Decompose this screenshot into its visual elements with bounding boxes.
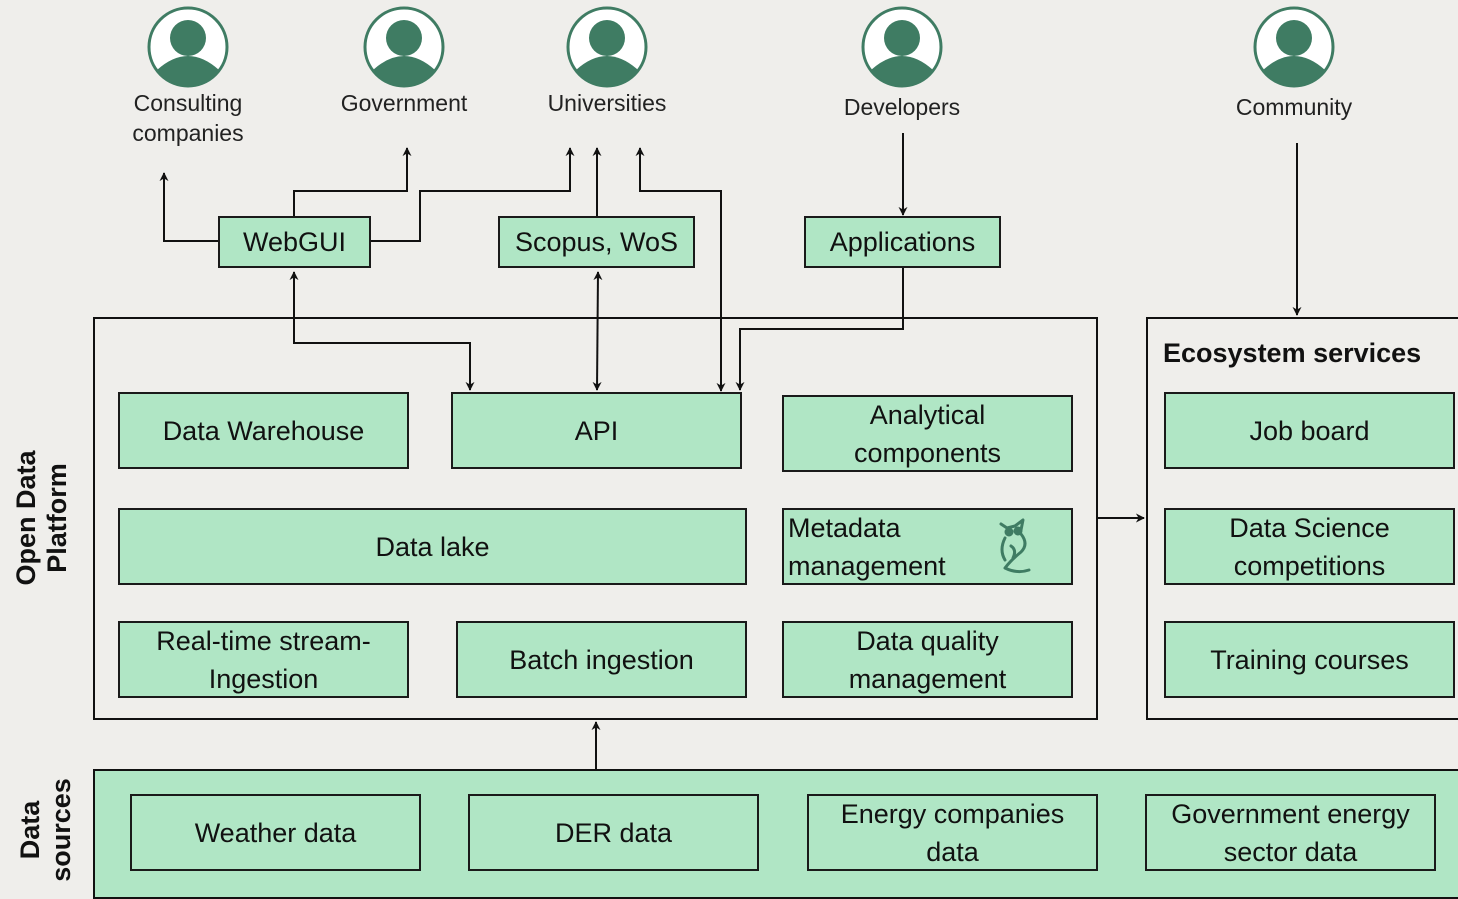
actor-government: Government bbox=[314, 6, 494, 118]
arrow-webgui-government bbox=[293, 147, 412, 217]
actor-developers: Developers bbox=[812, 6, 992, 122]
user-circle-icon bbox=[1253, 6, 1335, 88]
data-science-competitions-box: Data Science competitions bbox=[1164, 508, 1455, 585]
webgui-box: WebGUI bbox=[218, 216, 371, 268]
user-circle-icon bbox=[861, 6, 943, 88]
data-quality-box: Data quality management bbox=[782, 621, 1073, 698]
actor-community: Community bbox=[1204, 6, 1384, 122]
actor-label: Government bbox=[340, 90, 468, 116]
energy-companies-data-box: Energy companies data bbox=[807, 794, 1098, 871]
applications-box: Applications bbox=[804, 216, 1001, 268]
weather-data-box: Weather data bbox=[130, 794, 421, 871]
open-data-platform-panel bbox=[93, 317, 1098, 720]
ecosystem-services-panel bbox=[1146, 317, 1458, 720]
der-data-box: DER data bbox=[468, 794, 759, 871]
scopus-wos-box: Scopus, WoS bbox=[498, 216, 695, 268]
arrow-webgui-consulting bbox=[159, 172, 219, 242]
batch-ingestion-box: Batch ingestion bbox=[456, 621, 747, 698]
metadata-management-box: Metadata management bbox=[782, 508, 1073, 585]
api-box: API bbox=[451, 392, 742, 469]
user-circle-icon bbox=[566, 6, 648, 88]
platform-label: Open Data Platform bbox=[11, 450, 72, 586]
user-circle-icon bbox=[363, 6, 445, 88]
analytical-components-box: Analytical components bbox=[782, 395, 1073, 472]
user-circle-icon bbox=[147, 6, 229, 88]
sources-label: Data sources bbox=[15, 778, 76, 882]
actor-label: Universities bbox=[547, 90, 667, 116]
government-energy-data-box: Government energy sector data bbox=[1145, 794, 1436, 871]
real-time-ingestion-box: Real-time stream- Ingestion bbox=[118, 621, 409, 698]
job-board-box: Job board bbox=[1164, 392, 1455, 469]
training-courses-box: Training courses bbox=[1164, 621, 1455, 698]
actor-consulting: Consulting companies bbox=[98, 6, 278, 148]
actor-universities: Universities bbox=[517, 6, 697, 118]
actor-label: Developers bbox=[843, 94, 961, 120]
actor-label: Community bbox=[1235, 94, 1353, 120]
data-warehouse-box: Data Warehouse bbox=[118, 392, 409, 469]
ecosystem-title: Ecosystem services bbox=[1163, 338, 1422, 368]
data-lake-box: Data lake bbox=[118, 508, 747, 585]
actor-label: Consulting companies bbox=[132, 90, 244, 146]
owl-mascot-icon bbox=[999, 518, 1031, 574]
